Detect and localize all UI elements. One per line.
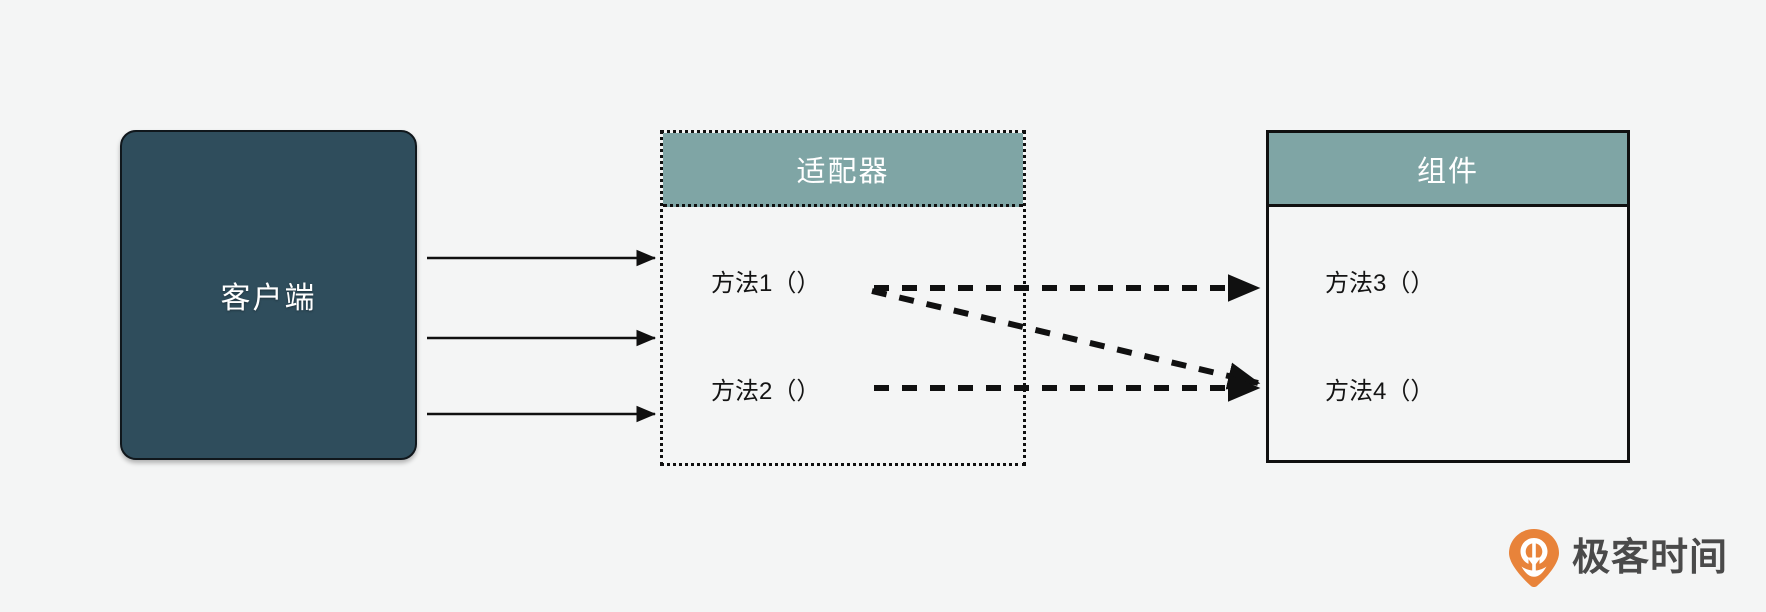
component-method-3[interactable]: 方法3（） [1325,270,1435,297]
adapter-method-2[interactable]: 方法2（） [711,378,821,405]
adapter-body: 方法1（） 方法2（） [663,207,1023,463]
client-box[interactable]: 客户端 [120,130,417,460]
adapter-header: 适配器 [663,133,1023,207]
adapter-method-1[interactable]: 方法1（） [711,270,821,297]
watermark: 极客时间 [1508,528,1728,588]
client-label: 客户端 [220,282,317,315]
watermark-brand-text: 极客时间 [1572,537,1729,579]
adapter-box[interactable]: 适配器 方法1（） 方法2（） [660,130,1026,466]
component-header: 组件 [1269,133,1627,207]
component-title: 组件 [1416,155,1479,188]
adapter-title: 适配器 [796,155,890,188]
component-box[interactable]: 组件 方法3（） 方法4（） [1266,130,1630,463]
geektime-logo-icon [1509,529,1559,588]
client-to-adapter-arrows [427,249,657,423]
component-body: 方法3（） 方法4（） [1269,207,1627,460]
component-method-4[interactable]: 方法4（） [1325,378,1435,405]
